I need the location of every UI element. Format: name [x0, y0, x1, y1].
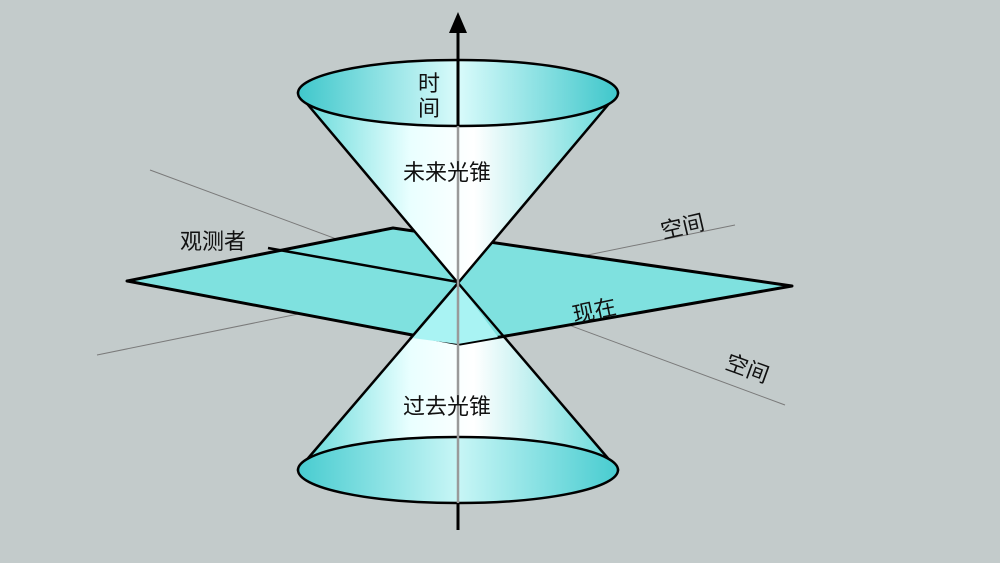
past-cone-edge-left [409, 282, 459, 340]
past-cone-front-part [412, 283, 498, 344]
time-label-line2: 间 [418, 97, 440, 122]
observer-label: 观测者 [180, 230, 246, 255]
space-label-lower: 空间 [722, 350, 772, 389]
observer-pointer [267, 246, 459, 284]
future-cone-label: 未来光锥 [403, 161, 491, 186]
past-cone-label: 过去光锥 [403, 395, 491, 420]
time-axis-arrowhead [449, 12, 467, 33]
space-label-upper: 空间 [659, 211, 708, 245]
time-label-line1: 时 [418, 72, 440, 97]
past-cone-edge-right [457, 282, 506, 339]
